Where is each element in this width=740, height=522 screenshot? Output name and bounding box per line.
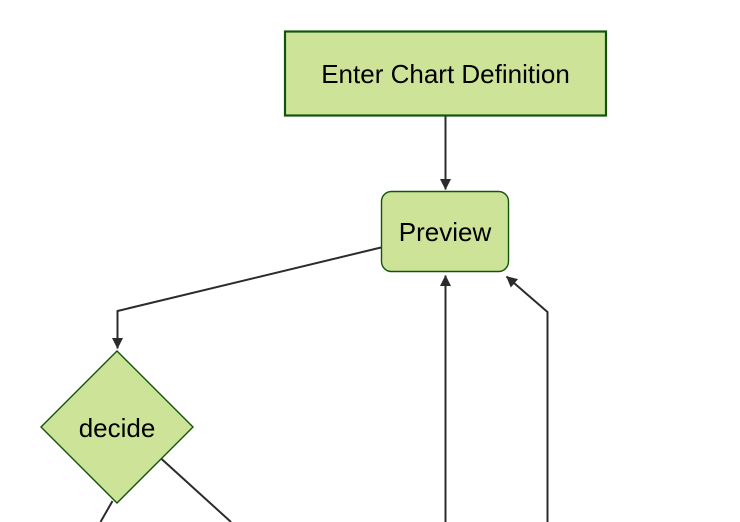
edges: [99, 116, 549, 522]
node-preview-label: Preview: [399, 217, 492, 247]
edge-bottom-right-to-preview: [505, 275, 549, 522]
node-enter-chart-definition-shape: [283, 30, 608, 117]
edge-preview-to-decide: [112, 246, 382, 350]
node-preview-shape: [380, 190, 510, 273]
node-decide-label: decide: [79, 413, 156, 443]
node-enter-chart-definition-label: Enter Chart Definition: [321, 59, 570, 89]
edge-decide-to-bottom-left: [99, 500, 114, 522]
node-enter-chart-definition: Enter Chart Definition: [283, 30, 608, 117]
edge-decide-to-bottom-right: [159, 457, 232, 522]
node-decide: decide: [40, 350, 194, 504]
node-decide-shape: [40, 350, 194, 504]
node-preview: Preview: [380, 190, 510, 273]
